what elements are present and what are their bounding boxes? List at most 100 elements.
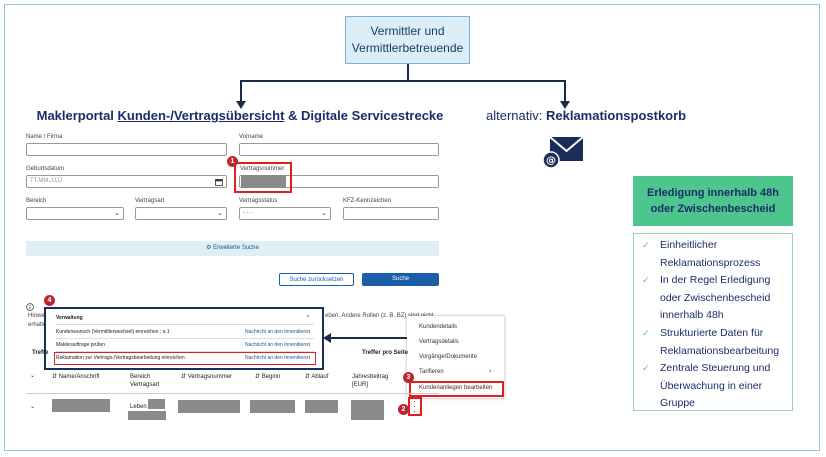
erweiterte-suche-label: Erweiterte Suche — [213, 245, 259, 251]
vermittler-line1: Vermittler und — [370, 24, 445, 38]
verwaltung-row-action[interactable]: Nachricht an den Innendienst — [244, 329, 310, 335]
th-bereich[interactable]: Bereich — [130, 374, 151, 380]
connector-right-drop — [564, 80, 566, 102]
chevron-up-icon: ⌃ — [305, 315, 310, 321]
search-button[interactable]: Suche — [362, 273, 439, 286]
benefit-text: In der Regel Erledigung — [660, 274, 771, 286]
th-vertragsart[interactable]: Vertragsart — [130, 382, 160, 388]
th-vertragsnummer-label: Vertragsnummer — [187, 374, 233, 380]
geburtsdatum-input[interactable]: TT.MM.JJJJ — [26, 175, 227, 188]
erledigung-line2: oder Zwischenbescheid — [650, 203, 776, 215]
mail-at-icon: @ — [542, 136, 584, 169]
th-name[interactable]: ⇵ Name/Anschrift — [52, 373, 100, 381]
expand-all-icon[interactable]: ⌄ — [30, 373, 36, 379]
alt-title-bold: Reklamationspostkorb — [545, 108, 687, 123]
redacted-ablauf — [305, 400, 338, 413]
erweiterte-suche-bar[interactable]: ⚙ Erweiterte Suche — [26, 241, 439, 256]
vertragsnummer-label: Vertragsnummer — [240, 166, 285, 172]
connector-horizontal — [240, 80, 566, 82]
chevron-right-icon: › — [489, 368, 492, 375]
highlight-reklamation-row — [54, 352, 316, 365]
menu-item-vorgaenge[interactable]: Vorgänge/Dokumente — [419, 354, 478, 360]
vertragsart-select[interactable]: ⌄ — [135, 207, 227, 220]
menu-item-tarifieren[interactable]: Tarifieren — [419, 369, 444, 375]
vertragsstatus-value: - - - — [243, 210, 253, 216]
step-badge-4: 4 — [44, 295, 55, 306]
sort-icon: ⇵ — [255, 374, 261, 380]
verwaltung-row[interactable]: Kundenwunsch (Vermittlerwechsel) einreic… — [56, 327, 314, 339]
connector-left-drop — [240, 80, 242, 102]
menu-item-kundenanliegen[interactable]: Kundenanliegen bearbeiten — [419, 385, 493, 391]
erledigung-header: Erledigung innerhalb 48h oder Zwischenbe… — [633, 176, 793, 226]
portal-title-part3: & Digitale Servicestrecke — [284, 108, 444, 123]
sort-icon: ⇵ — [305, 374, 311, 380]
benefit-text: innerhalb 48h — [660, 309, 724, 321]
bereich-select[interactable]: ⌄ — [26, 207, 124, 220]
kebab-menu-icon[interactable]: ··· — [413, 396, 416, 416]
hint-prefix2: erhalte — [28, 322, 47, 328]
benefit-text: Reklamationsprozess — [660, 256, 761, 269]
verwaltung-row-label: Reklamation zur Vertrags-/Vertragsbearbe… — [56, 355, 185, 361]
chevron-down-icon: ⌄ — [114, 210, 120, 217]
th-ablauf[interactable]: ⇵ Ablauf — [305, 373, 328, 381]
th-beginn-label: Beginn — [261, 374, 281, 380]
check-icon: ✓ — [642, 363, 650, 373]
bereich-label: Bereich — [26, 198, 47, 204]
portal-title: Maklerportal Kunden-/Vertragsübersicht &… — [30, 108, 450, 123]
expand-row-icon[interactable]: ⌄ — [30, 404, 36, 410]
verwaltung-header[interactable]: Verwaltung⌃ — [56, 313, 314, 325]
vorname-label: Vorname — [239, 134, 264, 140]
calendar-icon[interactable] — [215, 178, 223, 186]
verwaltung-row[interactable]: Reklamation zur Vertrags-/Vertragsbearbe… — [56, 353, 314, 364]
vorname-input[interactable] — [239, 143, 439, 156]
highlight-vertragsnummer — [234, 162, 292, 193]
benefit-text: Reklamationsbearbeitung — [660, 344, 780, 357]
diagram-frame — [4, 4, 820, 451]
step-badge-2: 2 — [398, 404, 409, 415]
check-icon: ✓ — [642, 240, 650, 250]
th-jahresbeitrag[interactable]: Jahresbeitrag — [352, 374, 389, 380]
name-input[interactable] — [26, 143, 227, 156]
portal-title-part1: Maklerportal — [36, 108, 118, 123]
redacted-name — [52, 399, 110, 412]
step-badge-3: 3 — [403, 372, 414, 383]
vertragsnummer-input[interactable] — [239, 175, 439, 188]
reset-search-button[interactable]: Suche zurücksetzen — [279, 273, 354, 286]
vermittler-line2: Vermittlerbetreuende — [351, 41, 464, 55]
check-icon: ✓ — [642, 328, 650, 338]
benefit-text: Überwachung in einer — [660, 379, 763, 392]
portal-title-part2: Kunden-/Vertragsübersicht — [117, 108, 285, 123]
menu-item-vertragsdetails[interactable]: Vertragsdetails — [419, 339, 459, 345]
redacted-vertragsnummer — [178, 400, 240, 413]
th-name-label: Name/Anschrift — [58, 374, 100, 380]
geburtsdatum-placeholder: TT.MM.JJJJ — [30, 178, 62, 184]
chevron-down-icon: ⌄ — [217, 210, 223, 217]
alt-title-prefix: alternativ: — [486, 108, 546, 123]
connector-menu-horizontal — [331, 337, 409, 339]
th-ablauf-label: Ablauf — [311, 374, 329, 380]
vertragsnummer-redacted — [241, 175, 286, 188]
benefit-text: Zentrale Steuerung und — [660, 362, 771, 374]
menu-item-kundendetails[interactable]: Kundendetails — [419, 324, 458, 330]
geburtsdatum-label: Geburtsdatum — [26, 166, 65, 172]
verwaltung-row-action[interactable]: Nachricht an den Innendienst — [244, 355, 310, 361]
th-vertragsnummer[interactable]: ⇵ Vertragsnummer — [181, 373, 232, 381]
th-beginn[interactable]: ⇵ Beginn — [255, 373, 280, 381]
arrow-to-verwaltung-icon — [323, 333, 331, 343]
erledigung-line1: Erledigung innerhalb 48h — [646, 187, 780, 199]
vertragsstatus-label: Vertragsstatus — [239, 198, 278, 204]
benefit-text: Strukturierte Daten für — [660, 327, 764, 339]
redacted-jahresbeitrag — [351, 400, 384, 420]
kfz-label: KFZ-Kennzeichen — [343, 198, 392, 204]
kfz-input[interactable] — [343, 207, 439, 220]
check-icon: ✓ — [642, 275, 650, 285]
sort-icon: ⇵ — [181, 374, 187, 380]
verwaltung-row-action[interactable]: Nachricht an den Innendienst — [244, 342, 310, 348]
verwaltung-panel: Verwaltung⌃ Kundenwunsch (Vermittlerwech… — [44, 307, 324, 370]
connector-vertical-top — [407, 64, 409, 81]
table-divider — [26, 393, 439, 394]
alternative-title: alternativ: Reklamationspostkorb — [486, 108, 686, 123]
vertragsstatus-select[interactable]: - - -⌄ — [239, 207, 331, 220]
highlight-row-menu — [408, 397, 422, 416]
